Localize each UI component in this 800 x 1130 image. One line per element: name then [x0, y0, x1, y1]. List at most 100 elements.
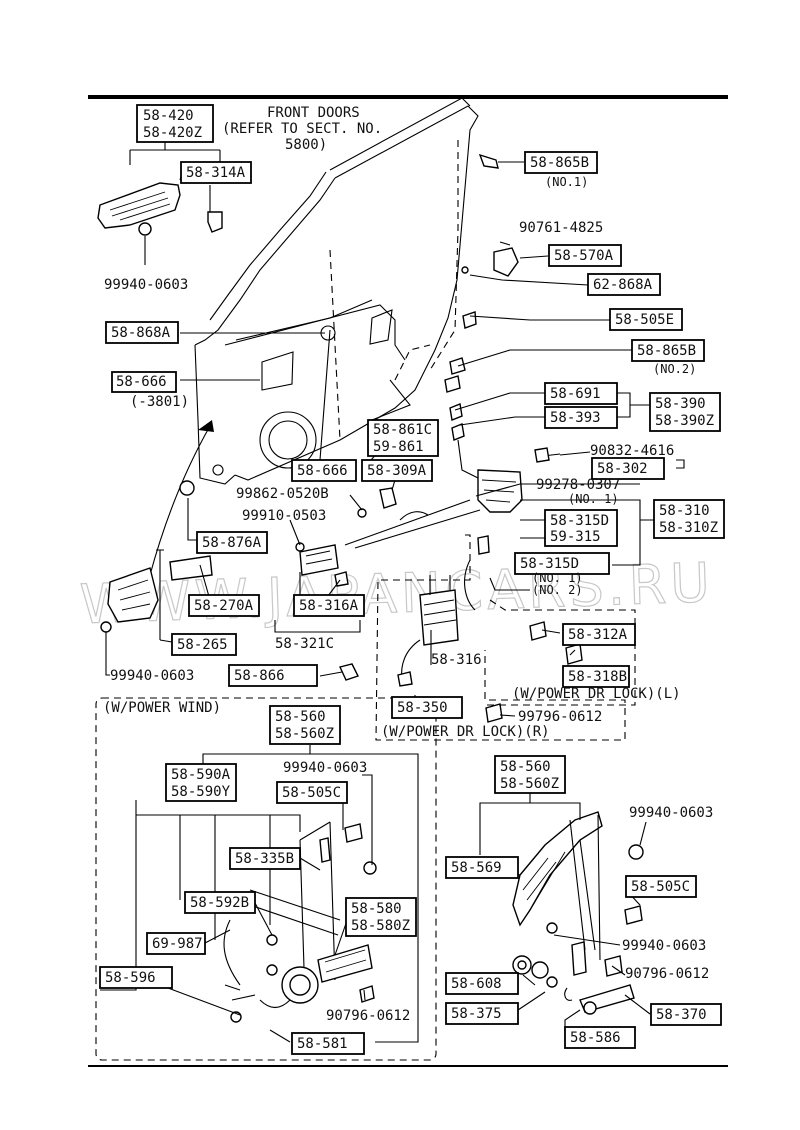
callout-58-318b[interactable]: 58-318B [562, 665, 630, 688]
callout-58-876a[interactable]: 58-876A [196, 531, 268, 554]
label-58-580: 58-580 [351, 901, 402, 917]
label-59-315: 59-315 [550, 529, 601, 545]
label-power-lock-l: (W/POWER DR LOCK)(L) [512, 686, 681, 702]
callout-58-310[interactable]: 58-310 58-310Z [653, 499, 725, 539]
label-58-505e: 58-505E [615, 312, 674, 328]
label-58-580z: 58-580Z [351, 918, 410, 934]
label-58-560-b: 58-560 [500, 759, 551, 775]
label-90761-4825: 90761-4825 [519, 220, 603, 236]
parts-artwork [97, 153, 644, 1023]
label-58-309a: 58-309A [367, 463, 427, 479]
callout-58-580[interactable]: 58-580 58-580Z [345, 897, 417, 937]
label-w-power-wind: (W/POWER WIND) [103, 700, 221, 716]
label-99940-0603-a: 99940-0603 [104, 277, 188, 293]
label-90832-4616: 90832-4616 [590, 443, 674, 459]
callout-58-570a[interactable]: 58-570A [548, 244, 622, 267]
label-58-310z: 58-310Z [659, 520, 718, 536]
callout-58-265[interactable]: 58-265 [171, 633, 237, 656]
callout-69-987[interactable]: 69-987 [146, 932, 206, 955]
callout-58-375[interactable]: 58-375 [445, 1002, 519, 1025]
label-58-596: 58-596 [105, 970, 156, 986]
power-lock-l-group [485, 599, 636, 706]
callout-58-302[interactable]: 58-302 [591, 457, 665, 480]
callout-58-270a[interactable]: 58-270A [188, 594, 260, 617]
label-58-666-b: 58-666 [297, 463, 348, 479]
callout-58-315d-a[interactable]: 58-315D 59-315 [544, 509, 618, 547]
callout-58-505c-a[interactable]: 58-505C [276, 781, 348, 804]
callout-58-420[interactable]: 58-420 58-420Z [136, 104, 214, 143]
callout-58-505c-b[interactable]: 58-505C [625, 875, 697, 898]
callout-58-592b[interactable]: 58-592B [184, 891, 256, 914]
label-58-590a: 58-590A [171, 767, 231, 783]
label-99796-0612-a: 99796-0612 [518, 709, 602, 725]
label-58-865b-2: 58-865B [637, 343, 696, 359]
callout-58-865b-1[interactable]: 58-865B [524, 151, 598, 174]
front-doors-ref: (REFER TO SECT. NO. [222, 121, 382, 137]
label-58-560z-a: 58-560Z [275, 726, 334, 742]
label-58-590y: 58-590Y [171, 784, 231, 800]
label-99910-0503: 99910-0503 [242, 508, 326, 524]
label-69-987: 69-987 [152, 936, 203, 952]
callout-58-560-b[interactable]: 58-560 58-560Z [494, 755, 566, 794]
power-lock-r-group [375, 534, 626, 741]
callout-58-868a[interactable]: 58-868A [105, 321, 179, 344]
label-58-560-a: 58-560 [275, 709, 326, 725]
label-58-375: 58-375 [451, 1006, 502, 1022]
label-58-370: 58-370 [656, 1007, 707, 1023]
label-99940-0603-b: 99940-0603 [110, 668, 194, 684]
callout-58-316a[interactable]: 58-316A [293, 594, 365, 617]
label-power-lock-r: (W/POWER DR LOCK)(R) [381, 724, 550, 740]
callout-58-350[interactable]: 58-350 [391, 696, 463, 719]
callout-58-861c[interactable]: 58-861C 59-861 [367, 419, 439, 457]
callout-58-581[interactable]: 58-581 [291, 1032, 365, 1055]
label-62-868a: 62-868A [593, 277, 653, 293]
label-no1-a: (NO.1) [545, 175, 588, 189]
callout-58-569[interactable]: 58-569 [445, 856, 519, 879]
label-99278-0307: 99278-0307 [536, 477, 620, 493]
callout-58-560-a[interactable]: 58-560 58-560Z [269, 705, 341, 745]
callout-58-390[interactable]: 58-390 58-390Z [649, 392, 721, 432]
label-no1-c: (NO. 1) [532, 571, 583, 585]
label-58-420: 58-420 [143, 108, 194, 124]
label-58-505c-b: 58-505C [631, 879, 690, 895]
callout-58-312a[interactable]: 58-312A [562, 623, 636, 646]
callout-58-586[interactable]: 58-586 [564, 1026, 636, 1049]
label-90796-0612-a: 90796-0612 [326, 1008, 410, 1024]
callout-58-596[interactable]: 58-596 [99, 966, 173, 989]
label-58-314a: 58-314A [186, 165, 246, 181]
callout-58-865b-2[interactable]: 58-865B [631, 339, 705, 362]
label-99940-0603-d: 99940-0603 [629, 805, 713, 821]
label-58-868a: 58-868A [111, 325, 171, 341]
label-58-866: 58-866 [234, 668, 285, 684]
callout-58-666-a[interactable]: 58-666 [111, 371, 177, 393]
callout-58-666-b[interactable]: 58-666 [291, 459, 357, 482]
label-58-691: 58-691 [550, 386, 601, 402]
power-window-group [95, 697, 437, 1061]
label-58-608: 58-608 [451, 976, 502, 992]
callout-58-393[interactable]: 58-393 [544, 406, 618, 429]
callout-58-590a[interactable]: 58-590A 58-590Y [165, 763, 237, 802]
label-58-310: 58-310 [659, 503, 710, 519]
callout-58-309a[interactable]: 58-309A [361, 459, 433, 482]
callout-58-335b[interactable]: 58-335B [229, 847, 301, 870]
label-no2-b: (NO. 2) [532, 583, 583, 597]
label-58-876a: 58-876A [202, 535, 262, 551]
label-58-560z-b: 58-560Z [500, 776, 559, 792]
callout-58-370[interactable]: 58-370 [650, 1003, 722, 1026]
callout-58-315d-b[interactable]: 58-315D [514, 552, 610, 575]
label-58-316a: 58-316A [299, 598, 359, 614]
label-58-861c: 58-861C [373, 422, 432, 438]
callout-58-314a[interactable]: 58-314A [180, 161, 252, 184]
callout-58-866[interactable]: 58-866 [228, 664, 318, 687]
label-99862-0520b: 99862-0520B [236, 486, 329, 502]
label-58-316: 58-316 [431, 652, 482, 668]
callout-58-608[interactable]: 58-608 [445, 972, 519, 995]
callout-58-691[interactable]: 58-691 [544, 382, 618, 405]
label-59-861: 59-861 [373, 439, 424, 455]
callout-62-868a[interactable]: 62-868A [587, 273, 661, 296]
label-99940-0603-e: 99940-0603 [622, 938, 706, 954]
callout-58-505e[interactable]: 58-505E [609, 308, 683, 331]
label-58-586: 58-586 [570, 1030, 621, 1046]
label-99940-0603-c: 99940-0603 [283, 760, 367, 776]
